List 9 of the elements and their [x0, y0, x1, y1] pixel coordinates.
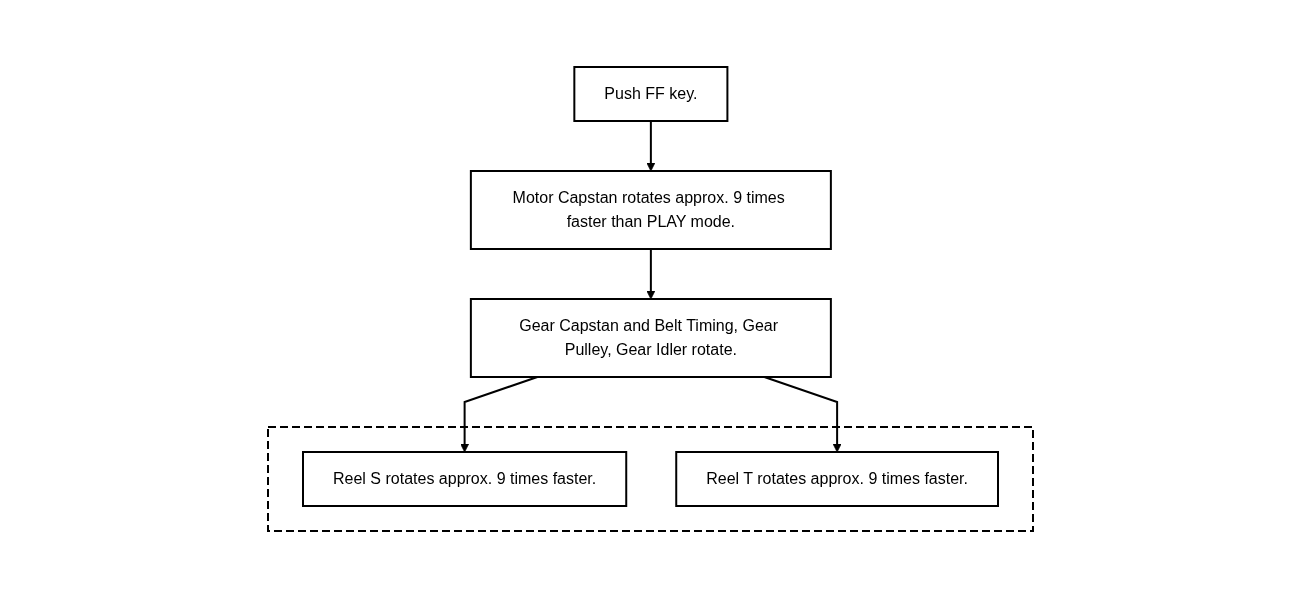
- arrow: [645, 247, 655, 299]
- node-box: Reel S rotates approx. 9 times faster.: [301, 450, 627, 507]
- node-box: Motor Capstan rotates approx. 9 times faster than PLAY mode.: [469, 169, 832, 250]
- arrow: [459, 375, 538, 452]
- node-box: Gear Capstan and Belt Timing, Gear Pulley, Gear Idler rotate.: [469, 297, 832, 378]
- node-box: Reel T rotates approx. 9 times faster.: [674, 450, 999, 507]
- cluster: [266, 425, 1034, 532]
- node-box: Push FF key.: [572, 65, 728, 122]
- arrow: [645, 119, 655, 171]
